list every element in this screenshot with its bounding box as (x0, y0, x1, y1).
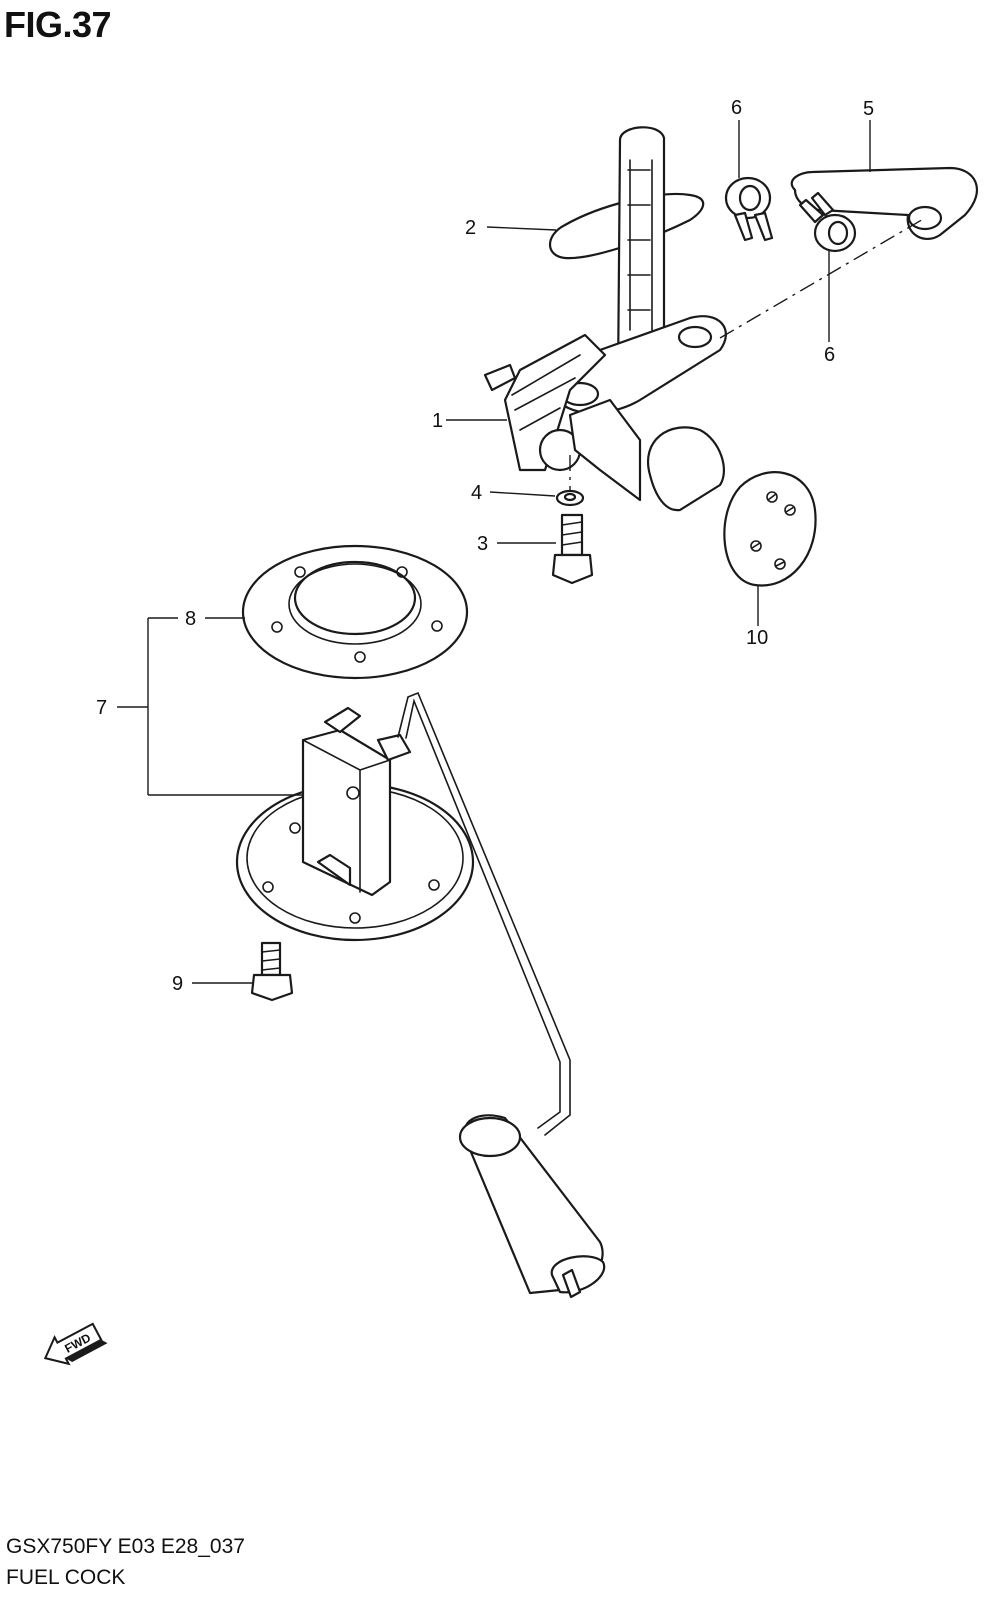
callout-9: 9 (172, 973, 183, 995)
callout-4: 4 (471, 482, 482, 504)
part-1-fuel-cock[interactable] (483, 126, 727, 512)
part-4-washer[interactable] (555, 489, 585, 507)
callout-10: 10 (746, 627, 768, 649)
fwd-arrow-icon: FWD (43, 1322, 108, 1366)
part-3-bolt[interactable] (551, 513, 594, 585)
footer-model-code: GSX750FY E03 E28_037 (6, 1535, 245, 1558)
leader-lines (117, 120, 871, 984)
callout-8: 8 (185, 608, 196, 630)
callout-2: 2 (465, 217, 476, 239)
callout-1: 1 (432, 410, 443, 432)
callout-5: 5 (863, 98, 874, 120)
callout-3: 3 (477, 533, 488, 555)
figure-title: FIG.37 (4, 4, 112, 45)
part-10-cover[interactable] (723, 471, 817, 587)
part-7-fuel-sender[interactable] (235, 691, 606, 1299)
part-6-clamp-lower[interactable] (798, 191, 857, 253)
part-6-clamp-upper[interactable] (724, 176, 774, 242)
footer-section-name: FUEL COCK (6, 1566, 126, 1589)
callout-6-upper: 6 (731, 97, 742, 119)
part-9-screw[interactable] (250, 941, 294, 1002)
part-8-gasket[interactable] (241, 544, 469, 680)
callout-6-lower: 6 (824, 344, 835, 366)
callout-7: 7 (96, 697, 107, 719)
